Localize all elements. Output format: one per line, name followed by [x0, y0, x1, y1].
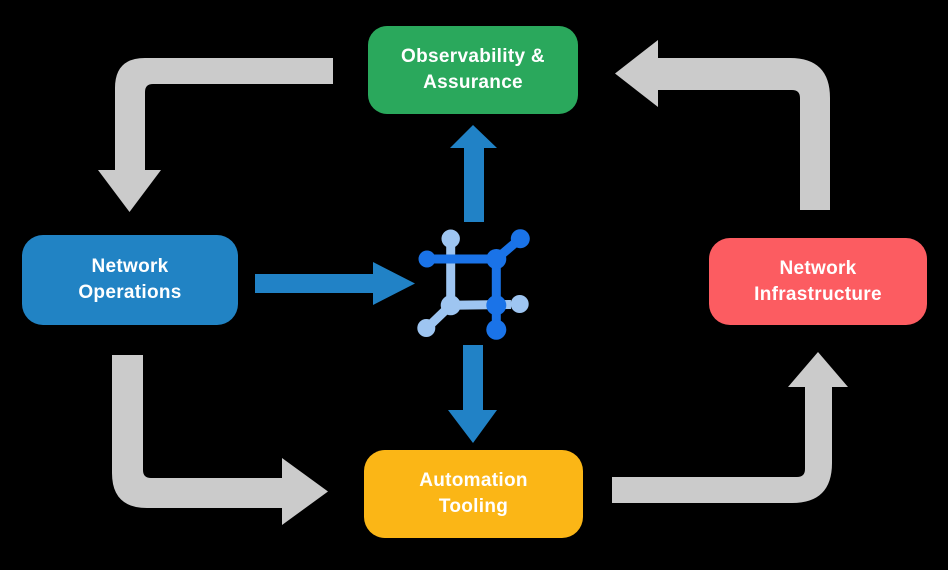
arrow-operations-to-automation: [112, 355, 328, 525]
arrow-center-to-automation: [448, 345, 497, 443]
node-network-infrastructure: Network Infrastructure: [709, 238, 927, 325]
node-observability-assurance: Observability & Assurance: [368, 26, 578, 114]
node-automation-tooling: Automation Tooling: [364, 450, 583, 538]
node-observability-label-line1: Observability &: [401, 46, 545, 67]
arrow-center-to-observability: [450, 125, 497, 222]
arrow-infrastructure-to-observability: [615, 40, 830, 210]
node-infrastructure-label-line1: Network: [779, 257, 857, 279]
node-observability-label-line2: Assurance: [423, 72, 523, 93]
network-mesh-icon: [417, 229, 530, 340]
node-network-operations: Network Operations: [22, 235, 238, 325]
arrow-observability-to-operations: [98, 58, 333, 212]
node-operations-label-line2: Operations: [78, 282, 182, 303]
node-infrastructure-label-line2: Infrastructure: [754, 283, 882, 305]
node-automation-label-line1: Automation: [419, 470, 528, 491]
node-operations-label-line1: Network: [91, 256, 169, 277]
arrow-operations-to-center: [255, 262, 415, 305]
arrow-automation-to-infrastructure: [612, 352, 848, 503]
node-automation-label-line2: Tooling: [438, 496, 509, 517]
